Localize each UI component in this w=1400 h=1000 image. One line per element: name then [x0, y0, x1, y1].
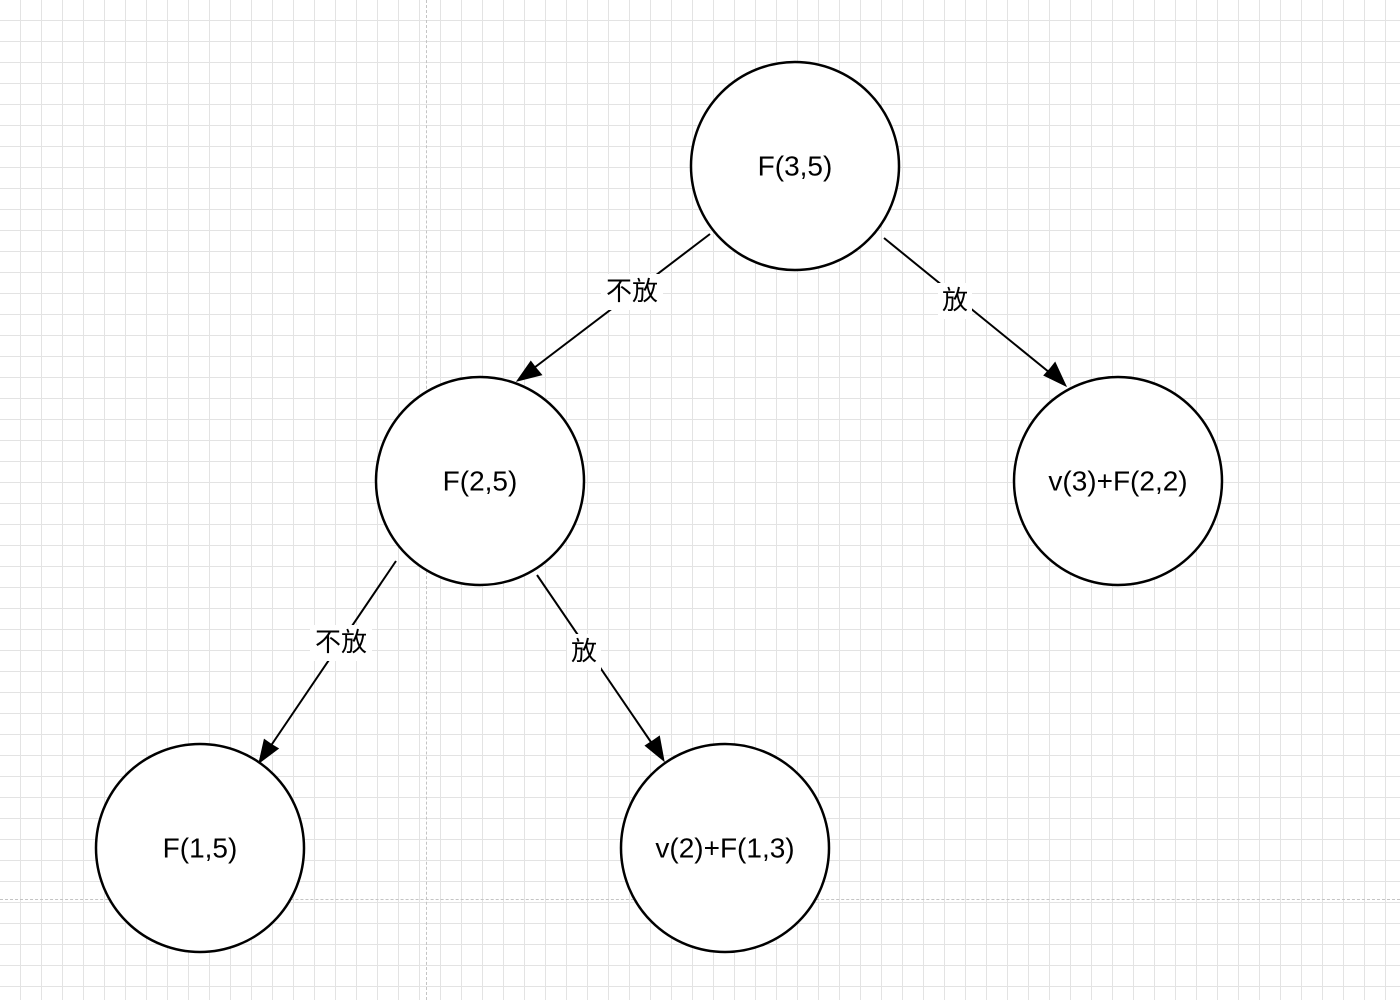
node-circle [1012, 375, 1224, 587]
edge-label: 放 [942, 286, 968, 316]
node-label: F(1,5) [163, 833, 238, 864]
node-circle [689, 60, 901, 272]
node-circle [374, 375, 586, 587]
edge-left-to-left-left[interactable]: 不放 [258, 560, 397, 765]
edge-left-to-left-right[interactable]: 放 [536, 574, 665, 763]
arrowhead-icon [515, 360, 543, 382]
edge-label-background [601, 274, 663, 310]
node-label: F(2,5) [443, 466, 518, 497]
edge-label: 不放 [606, 277, 658, 307]
node-circle [619, 742, 831, 954]
edge-label: 不放 [315, 628, 367, 658]
node-left-right[interactable]: v(2)+F(1,3) [619, 742, 831, 954]
edge-label-background [310, 625, 372, 661]
arrowhead-icon [644, 735, 665, 763]
edge-root-to-left[interactable]: 不放 [515, 233, 711, 382]
node-root[interactable]: F(3,5) [689, 60, 901, 272]
node-label: v(2)+F(1,3) [655, 833, 794, 864]
arrowhead-icon [258, 738, 280, 765]
edge-root-to-right[interactable]: 放 [883, 237, 1068, 388]
node-left-left[interactable]: F(1,5) [94, 742, 306, 954]
edge-label: 放 [571, 637, 597, 667]
edge-label-background [938, 283, 972, 319]
node-right[interactable]: v(3)+F(2,2) [1012, 375, 1224, 587]
node-left[interactable]: F(2,5) [374, 375, 586, 587]
node-label: v(3)+F(2,2) [1048, 466, 1187, 497]
node-circle [94, 742, 306, 954]
node-label: F(3,5) [758, 151, 833, 182]
arrowhead-icon [1043, 361, 1068, 388]
edge-label-background [567, 634, 601, 670]
